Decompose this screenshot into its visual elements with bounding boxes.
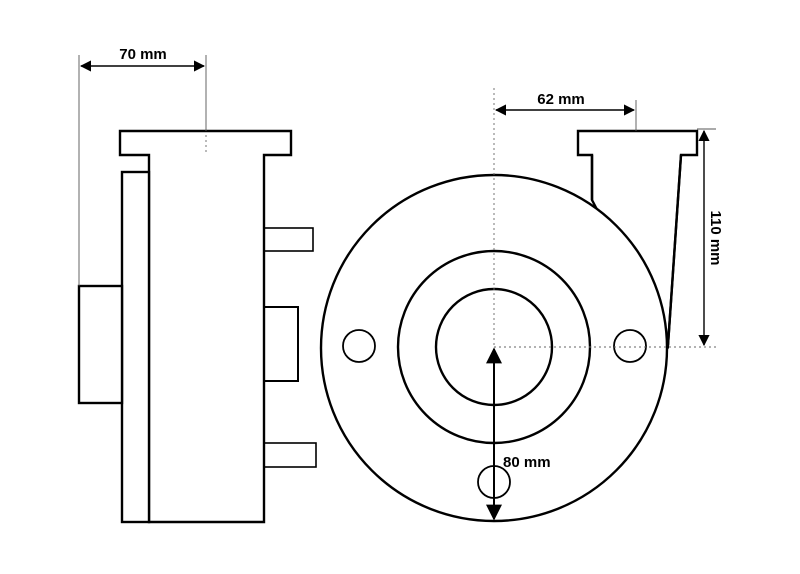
front-view-bolt-hole-right — [613, 329, 647, 363]
front-view: 62 mm 110 mm 80 mm — [319, 88, 724, 523]
side-view: 70 mm — [77, 46, 317, 524]
dim-80-label: 80 mm — [503, 454, 551, 471]
side-view-left-boss — [77, 284, 124, 405]
side-view-stud-bottom — [263, 442, 317, 468]
dim-62-label: 62 mm — [537, 91, 585, 108]
side-view-plate — [120, 170, 151, 524]
front-view-bolt-hole-left — [342, 329, 376, 363]
front-view-outlet-edge-right — [666, 154, 683, 346]
dim-70-label: 70 mm — [119, 46, 167, 63]
dim-110-label: 110 mm — [707, 210, 724, 265]
side-view-stud-top — [263, 227, 314, 252]
side-view-center-block — [263, 306, 299, 382]
side-view-body — [118, 129, 293, 524]
